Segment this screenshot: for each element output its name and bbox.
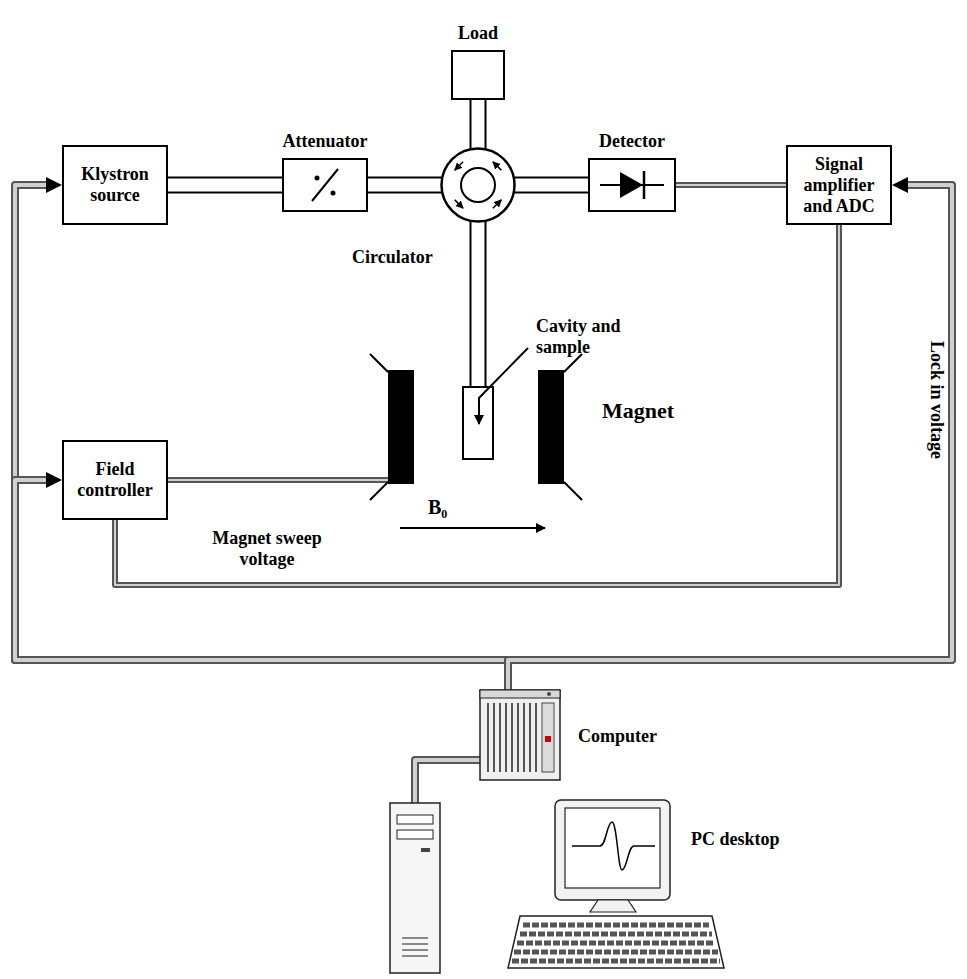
- circulator-arrow: [493, 200, 501, 208]
- connector-wall: [513, 177, 588, 194]
- circle-outline: [440, 147, 516, 223]
- signal-label: Magnet sweep voltage: [192, 528, 342, 570]
- amplifier-box: Signal amplifier and ADC: [786, 145, 892, 225]
- node-label: Field controller: [70, 459, 160, 501]
- arrow-head: [46, 177, 62, 193]
- circulator-arrow: [493, 162, 501, 170]
- connector: [478, 220, 479, 386]
- connector-wall: [168, 477, 388, 483]
- connector-core: [168, 179, 282, 192]
- node-label: Computer: [578, 726, 657, 747]
- node-label: Magnet: [602, 400, 674, 421]
- controller-box: Field controller: [62, 440, 168, 520]
- node-label: Cavity and sample: [536, 316, 652, 358]
- connector-core: [368, 179, 443, 192]
- connector-core: [15, 185, 508, 690]
- connector-wall: [15, 480, 508, 690]
- connector: [513, 185, 588, 186]
- magnet-yoke: [564, 354, 582, 500]
- load-box: Load: [451, 50, 505, 100]
- keyboard-icon: [508, 916, 724, 968]
- pc-region: PC desktop: [385, 803, 725, 975]
- computer-icon: [480, 690, 560, 780]
- connector: [115, 225, 839, 585]
- node-label: Detector: [599, 131, 665, 152]
- attenuator-symbol: [312, 169, 338, 201]
- magnet-yoke: [370, 354, 388, 500]
- connector-core: [115, 225, 839, 585]
- connector: [168, 480, 388, 481]
- attenuator-dot: [331, 191, 336, 196]
- magnet-pole: [388, 370, 414, 484]
- connector-wall: [168, 177, 282, 194]
- source-box: Klystron source: [62, 145, 168, 225]
- arrow-head: [892, 177, 908, 193]
- connector: [478, 100, 479, 150]
- connector-core: [513, 179, 588, 192]
- connector-wall: [508, 185, 952, 690]
- signal-label: Lock in voltage: [926, 341, 947, 459]
- connector-wall: [415, 760, 480, 803]
- circulator-circle: Circulator: [440, 147, 516, 223]
- connector-wall: [676, 182, 786, 188]
- arrow-head: [46, 472, 62, 488]
- connector: [508, 177, 952, 690]
- connector-core: [15, 480, 508, 690]
- connector: [676, 185, 786, 186]
- connector: [15, 472, 508, 690]
- cavity-box: Cavity and sample: [462, 386, 494, 460]
- node-label: Load: [458, 23, 498, 44]
- connector: [15, 177, 508, 690]
- magnet-pole: [538, 370, 564, 484]
- field-symbol: B₀: [428, 497, 447, 518]
- connector-core: [508, 185, 952, 690]
- connector-core: [168, 479, 388, 481]
- magnet-region: Magnet: [370, 362, 582, 488]
- connector-core: [415, 760, 480, 803]
- pc-tower-icon: [390, 803, 440, 973]
- diode-bar: [643, 171, 646, 199]
- connector-wall: [368, 177, 443, 194]
- node-label: Attenuator: [283, 131, 368, 152]
- detector-box: Detector: [588, 158, 676, 212]
- attenuator-dot: [315, 176, 320, 181]
- attenuator-box: Attenuator: [282, 158, 368, 212]
- computer-region: Computer: [480, 690, 560, 780]
- circulator-arrow: [455, 200, 463, 208]
- monitor-icon: [555, 800, 670, 912]
- circulator-core: [461, 168, 495, 202]
- connector-wall: [115, 225, 839, 585]
- connector-wall: [470, 220, 487, 386]
- field-arrow: [400, 527, 545, 529]
- connector-wall: [15, 185, 508, 690]
- connector-wall: [470, 100, 487, 150]
- connector-core: [472, 100, 485, 150]
- circulator-ring: [442, 149, 515, 222]
- node-label: Klystron source: [70, 164, 160, 206]
- connector: [415, 760, 480, 803]
- node-label: PC desktop: [691, 829, 780, 850]
- node-label: Signal amplifier and ADC: [794, 154, 884, 217]
- diode-symbol: [620, 172, 643, 198]
- connector: [168, 185, 282, 186]
- circulator-arrow: [455, 162, 463, 170]
- connector: [368, 185, 443, 186]
- node-label: Circulator: [352, 247, 433, 268]
- connector-core: [676, 184, 786, 186]
- connector-core: [472, 220, 485, 386]
